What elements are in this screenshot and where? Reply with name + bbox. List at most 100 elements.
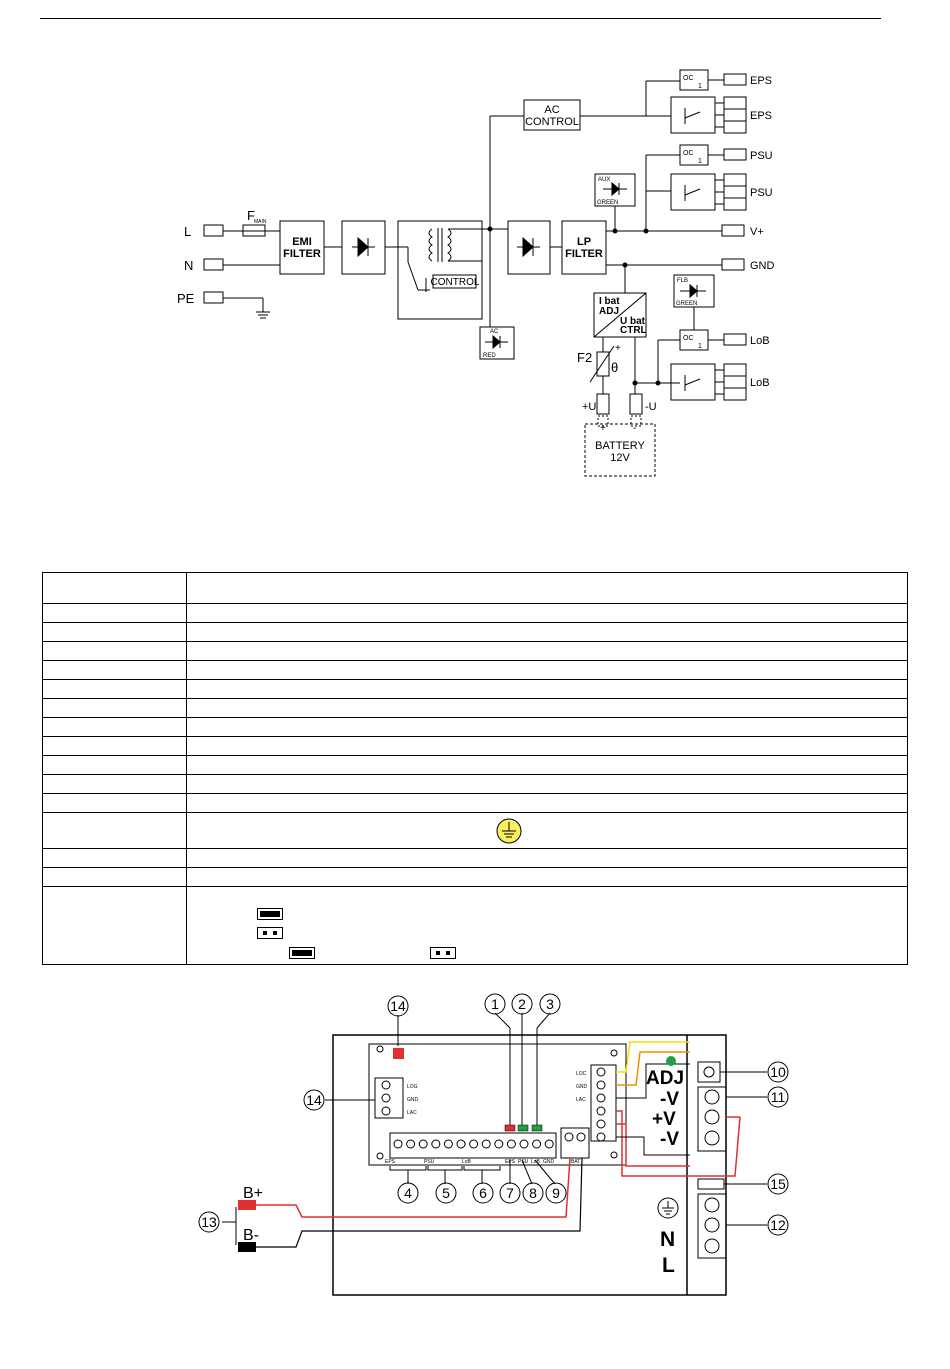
lob-oc-label: OC [683, 335, 694, 342]
battery-minus-plug [238, 1242, 256, 1252]
charger-adj: ADJ [599, 306, 619, 317]
f2-plus: + [615, 343, 621, 354]
left-term-label: LOG [407, 1084, 418, 1090]
battery-voltage: 12V [610, 452, 630, 464]
terminal-screw [456, 1139, 466, 1149]
lp-filter-block [561, 220, 607, 275]
ac-control-label-1: AC [544, 104, 559, 116]
callout-circle [767, 1061, 789, 1083]
out-psu-2: PSU [750, 187, 773, 199]
adj-label: ADJ [646, 1068, 684, 1089]
table-row [42, 774, 908, 794]
callout-number: 14 [306, 1092, 322, 1108]
adj-potentiometer [697, 1061, 721, 1083]
table-row [42, 755, 908, 775]
input-pe-label: PE [177, 291, 195, 306]
callout-circle [545, 1182, 567, 1204]
callout-circle [522, 1182, 544, 1204]
terminal-screw [443, 1139, 453, 1149]
fuse-f2-label: F2 [577, 350, 592, 365]
jumper-open-icon [430, 947, 456, 959]
enclosure-earth-icon [657, 1197, 679, 1219]
ac-led-color: RED [483, 353, 496, 359]
aux-led-block [594, 173, 636, 207]
lp-filter-label-2: FILTER [565, 248, 603, 260]
jumper-closed-icon [289, 947, 315, 959]
l-terminal [203, 224, 224, 237]
callout-number: 7 [506, 1185, 514, 1201]
bottom-label: LoB [462, 1159, 472, 1165]
left-term-label: GND [407, 1097, 419, 1103]
terminal-screw [544, 1139, 554, 1149]
input-n-label: N [184, 258, 193, 273]
callout-circle [767, 1086, 789, 1108]
jumper-closed-icon [257, 908, 283, 920]
table-row [42, 641, 908, 661]
transformer-block [397, 220, 483, 320]
out-eps-1: EPS [750, 75, 772, 87]
ac-control-block [523, 99, 581, 131]
pe-terminal [203, 291, 224, 304]
callout-number: 11 [771, 1089, 786, 1105]
out-lob-1: LoB [750, 335, 770, 347]
table-row [42, 660, 908, 680]
battery-plus-u: +U [582, 401, 596, 413]
bat-terminal [560, 1127, 590, 1159]
terminal-screw [481, 1139, 491, 1149]
callout-number: 9 [552, 1185, 560, 1201]
callout-circle [435, 1182, 457, 1204]
right-terminal-block [590, 1064, 617, 1142]
callout-number: 2 [518, 996, 526, 1012]
jumper-open-icon [257, 927, 283, 939]
jumper-15 [697, 1178, 725, 1190]
callout-circle [397, 1182, 419, 1204]
lob-terminal-2 [723, 363, 747, 377]
table-row [42, 793, 908, 813]
input-l-label: L [184, 224, 191, 239]
bottom-label: PSU [424, 1159, 435, 1165]
flb-led-color: GREEN [676, 301, 697, 307]
table-row [42, 698, 908, 718]
mains-n-label: N [660, 1228, 675, 1251]
table-row [42, 867, 908, 887]
terminal-screw [494, 1139, 504, 1149]
left-terminal-block [374, 1077, 404, 1119]
table-row [42, 736, 908, 756]
eps-terminal-2 [723, 96, 747, 110]
table-row [42, 717, 908, 737]
callout-circle [472, 1182, 494, 1204]
earth-ground-icon [496, 818, 522, 843]
pcb-board [368, 1043, 627, 1166]
callout-number: 4 [404, 1185, 412, 1201]
fuse-main-letter: F [247, 208, 255, 223]
callout-number: 3 [546, 996, 554, 1012]
terminal-screw [532, 1139, 542, 1149]
battery-plus-plug [238, 1200, 256, 1210]
battery-block [584, 423, 656, 477]
callout-circle [539, 993, 561, 1015]
emi-filter-label-2: FILTER [283, 248, 321, 260]
ac-led-title: AC [490, 329, 499, 335]
mains-l-label: L [662, 1254, 675, 1277]
battery-plus-terminal [596, 393, 610, 415]
callout-circle [767, 1214, 789, 1236]
terminal-screw [519, 1139, 529, 1149]
psu-terminal-2 [723, 173, 747, 187]
ac-led-block [479, 326, 515, 360]
eps-oc-index: 1 [698, 83, 702, 90]
battery-plus-label: B+ [243, 1185, 263, 1202]
led-1 [504, 1124, 516, 1132]
callout-circle [767, 1173, 789, 1195]
eps-oc-label: OC [683, 75, 694, 82]
psu-terminal-1 [723, 148, 747, 161]
terminal-screw [393, 1139, 403, 1149]
left-term-label: LAC [407, 1110, 417, 1116]
charger-block [593, 292, 647, 338]
terminal-screw [469, 1139, 479, 1149]
psu-oc-index: 1 [698, 158, 702, 165]
callout-circle [387, 995, 409, 1017]
led-2 [517, 1124, 529, 1132]
callout-circle [303, 1089, 325, 1111]
right-term-label: LAC [576, 1097, 586, 1103]
control-block [432, 274, 477, 289]
